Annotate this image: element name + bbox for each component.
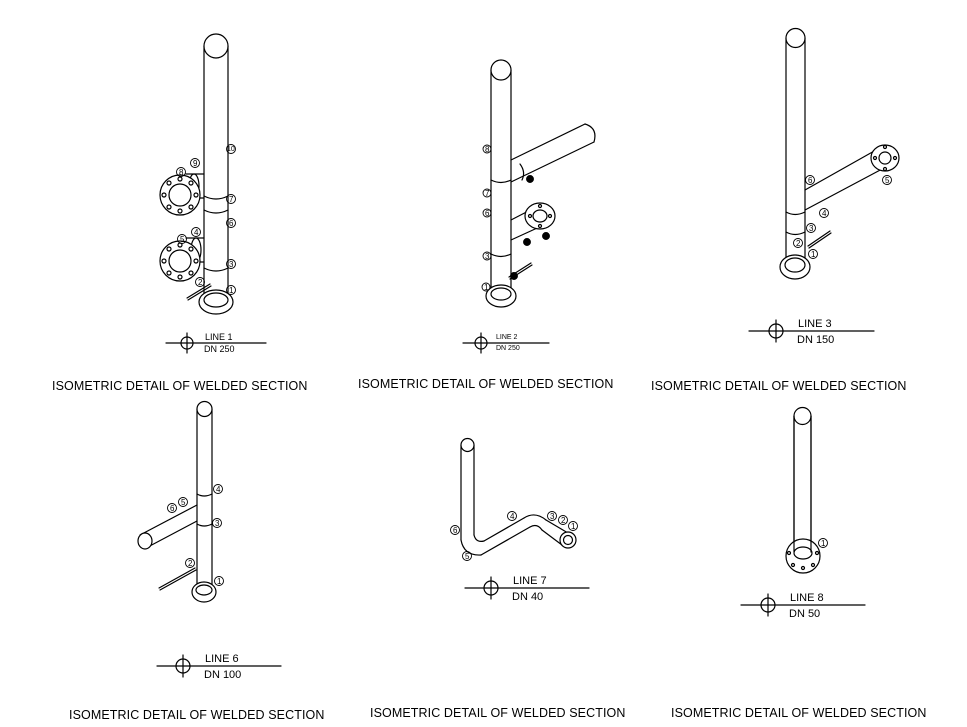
marker-label: 2: [561, 516, 566, 525]
detail-4-centerline: [156, 654, 282, 678]
line-label: LINE 3: [798, 318, 832, 330]
marker-label: 5: [885, 176, 890, 185]
marker-label: 1: [484, 283, 489, 292]
detail-2-markers: [481, 144, 550, 292]
marker-label: 1: [811, 250, 816, 259]
marker-label: 9: [193, 159, 198, 168]
detail-caption: ISOMETRIC DETAIL OF WELDED SECTION: [651, 379, 907, 393]
marker-label: 5: [180, 235, 185, 244]
marker-label: 3: [550, 512, 555, 521]
marker-label: 7: [485, 189, 490, 198]
detail-1-centerline: [165, 332, 267, 354]
detail-3-centerline: [748, 319, 875, 343]
marker-label: 4: [194, 228, 199, 237]
detail-5-markers: [450, 511, 578, 561]
marker-label: 6: [229, 219, 234, 228]
marker-label: 3: [809, 224, 814, 233]
marker-label: 5: [465, 552, 470, 561]
marker-label: 2: [796, 239, 801, 248]
marker-label: 7: [229, 195, 234, 204]
detail-caption: ISOMETRIC DETAIL OF WELDED SECTION: [52, 379, 308, 393]
line-label: LINE 7: [513, 575, 547, 587]
marker-label: 1: [571, 522, 576, 531]
detail-6-pipe: [785, 406, 821, 574]
marker-label: 3: [229, 260, 234, 269]
detail-caption: ISOMETRIC DETAIL OF WELDED SECTION: [358, 377, 614, 391]
line-label: LINE 6: [205, 653, 239, 665]
marker-label: 3: [485, 252, 490, 261]
detail-1-pipe: [159, 33, 234, 315]
marker-label: 1: [229, 286, 234, 295]
detail-2-pipe: [485, 59, 596, 308]
detail-6-centerline: [740, 593, 866, 617]
detail-5-centerline: [464, 576, 590, 600]
detail-caption: ISOMETRIC DETAIL OF WELDED SECTION: [69, 708, 325, 722]
detail-4-pipe: [137, 400, 217, 603]
marker-label: 8: [485, 145, 490, 154]
marker-label: 4: [510, 512, 515, 521]
dn-label: DN 50: [789, 608, 821, 620]
marker-label: 6: [808, 176, 813, 185]
marker-label: 5: [549, 232, 550, 233]
marker-label: 1: [821, 539, 826, 548]
marker-label: 2: [198, 278, 203, 287]
line-label: LINE 8: [790, 592, 824, 604]
marker-label: 4: [822, 209, 827, 218]
line-label: LINE 2: [496, 334, 518, 341]
detail-1-markers: [176, 144, 236, 295]
line-label: LINE 1: [205, 332, 233, 342]
marker-label: 6: [485, 209, 490, 218]
detail-5-pipe: [460, 437, 577, 556]
detail-3-markers: [793, 175, 892, 259]
marker-label: 1: [217, 577, 222, 586]
detail-caption: ISOMETRIC DETAIL OF WELDED SECTION: [671, 706, 927, 720]
dn-label: DN 250: [204, 344, 235, 354]
detail-caption: ISOMETRIC DETAIL OF WELDED SECTION: [370, 706, 626, 720]
marker-label: 6: [170, 504, 175, 513]
marker-label: 5: [181, 498, 186, 507]
marker-label: 8: [179, 168, 184, 177]
marker-label: 10: [227, 146, 235, 153]
marker-label: 2: [188, 559, 193, 568]
dn-label: DN 40: [512, 591, 544, 603]
marker-label: 4: [530, 238, 531, 239]
detail-2-centerline: [462, 332, 550, 354]
marker-label: 4: [216, 485, 221, 494]
marker-label: 3: [215, 519, 220, 528]
dn-label: DN 250: [496, 345, 520, 352]
detail-6-markers: [818, 538, 828, 548]
detail-3-pipe: [779, 27, 900, 280]
marker-label: 2: [533, 174, 534, 175]
detail-4-markers: [167, 484, 224, 586]
dn-label: DN 150: [797, 334, 835, 346]
marker-label: 6: [453, 526, 458, 535]
dn-label: DN 100: [204, 669, 242, 681]
